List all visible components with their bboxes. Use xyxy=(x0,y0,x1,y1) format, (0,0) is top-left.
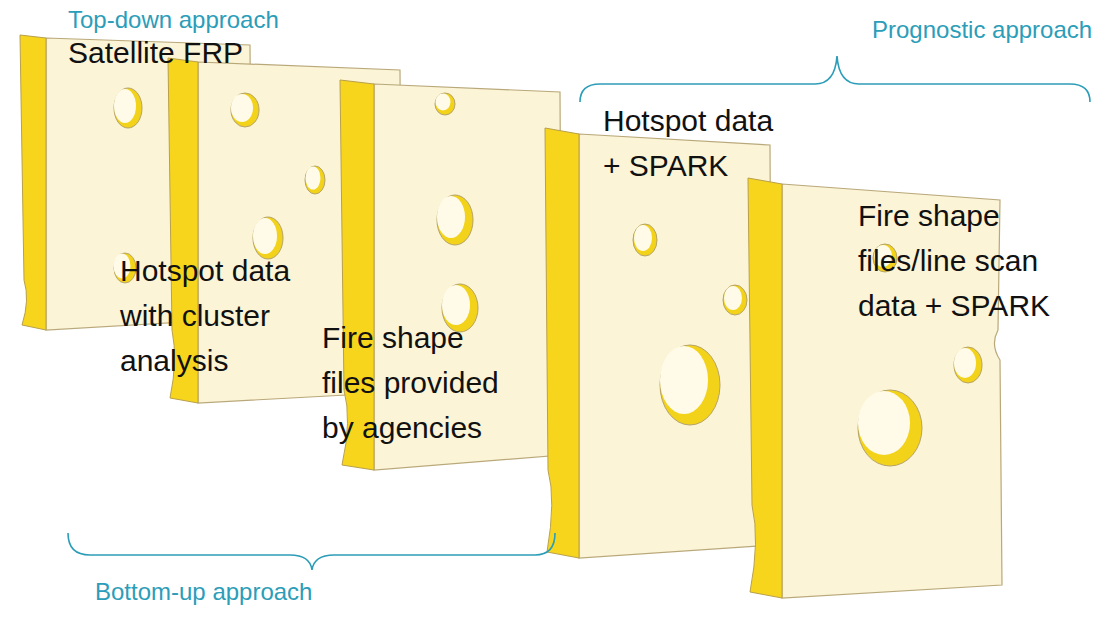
cheese-hole xyxy=(858,390,922,466)
cheese-hole-inner xyxy=(724,286,742,310)
cheese-hole-inner xyxy=(306,167,321,190)
layer-label: Hotspot data + SPARK xyxy=(603,98,788,188)
cheese-hole-inner xyxy=(253,218,277,254)
cheese-hole xyxy=(633,224,657,256)
group-heading: Prognostic approach xyxy=(872,13,1092,47)
layer-label: Fire shape files provided by agencies xyxy=(322,315,512,450)
cheese-hole-inner xyxy=(231,94,253,122)
cheese-hole xyxy=(305,166,325,194)
cheese-hole xyxy=(253,217,283,259)
group-bracket xyxy=(68,533,555,570)
group-heading: Top-down approach xyxy=(68,3,279,37)
cheese-hole-inner xyxy=(660,346,708,414)
cheese-edge xyxy=(545,128,579,558)
cheese-hole-inner xyxy=(954,348,976,378)
cheese-hole-inner xyxy=(442,285,470,325)
cheese-hole xyxy=(954,347,982,383)
group-heading: Bottom-up approach xyxy=(95,575,312,609)
cheese-slice xyxy=(545,128,772,558)
cheese-face xyxy=(579,134,772,558)
cheese-hole xyxy=(114,88,142,128)
cheese-hole xyxy=(435,93,455,115)
cheese-hole xyxy=(723,285,747,315)
cheese-hole-inner xyxy=(114,89,136,123)
cheese-edge xyxy=(20,35,46,330)
cheese-hole-inner xyxy=(858,391,910,455)
layer-label: Fire shape files/line scan data + SPARK xyxy=(858,193,1063,328)
cheese-hole xyxy=(437,195,473,245)
cheese-edge xyxy=(748,178,782,598)
cheese-hole-inner xyxy=(437,196,465,238)
cheese-hole xyxy=(231,93,259,127)
cheese-hole xyxy=(660,345,720,425)
cheese-slice xyxy=(748,178,1002,598)
layer-label: Hotspot data with cluster analysis xyxy=(120,248,320,383)
cheese-hole-inner xyxy=(436,94,451,111)
layer-label: Satellite FRP xyxy=(68,30,243,75)
cheese-hole-inner xyxy=(634,225,652,251)
group-bracket xyxy=(580,56,1090,102)
